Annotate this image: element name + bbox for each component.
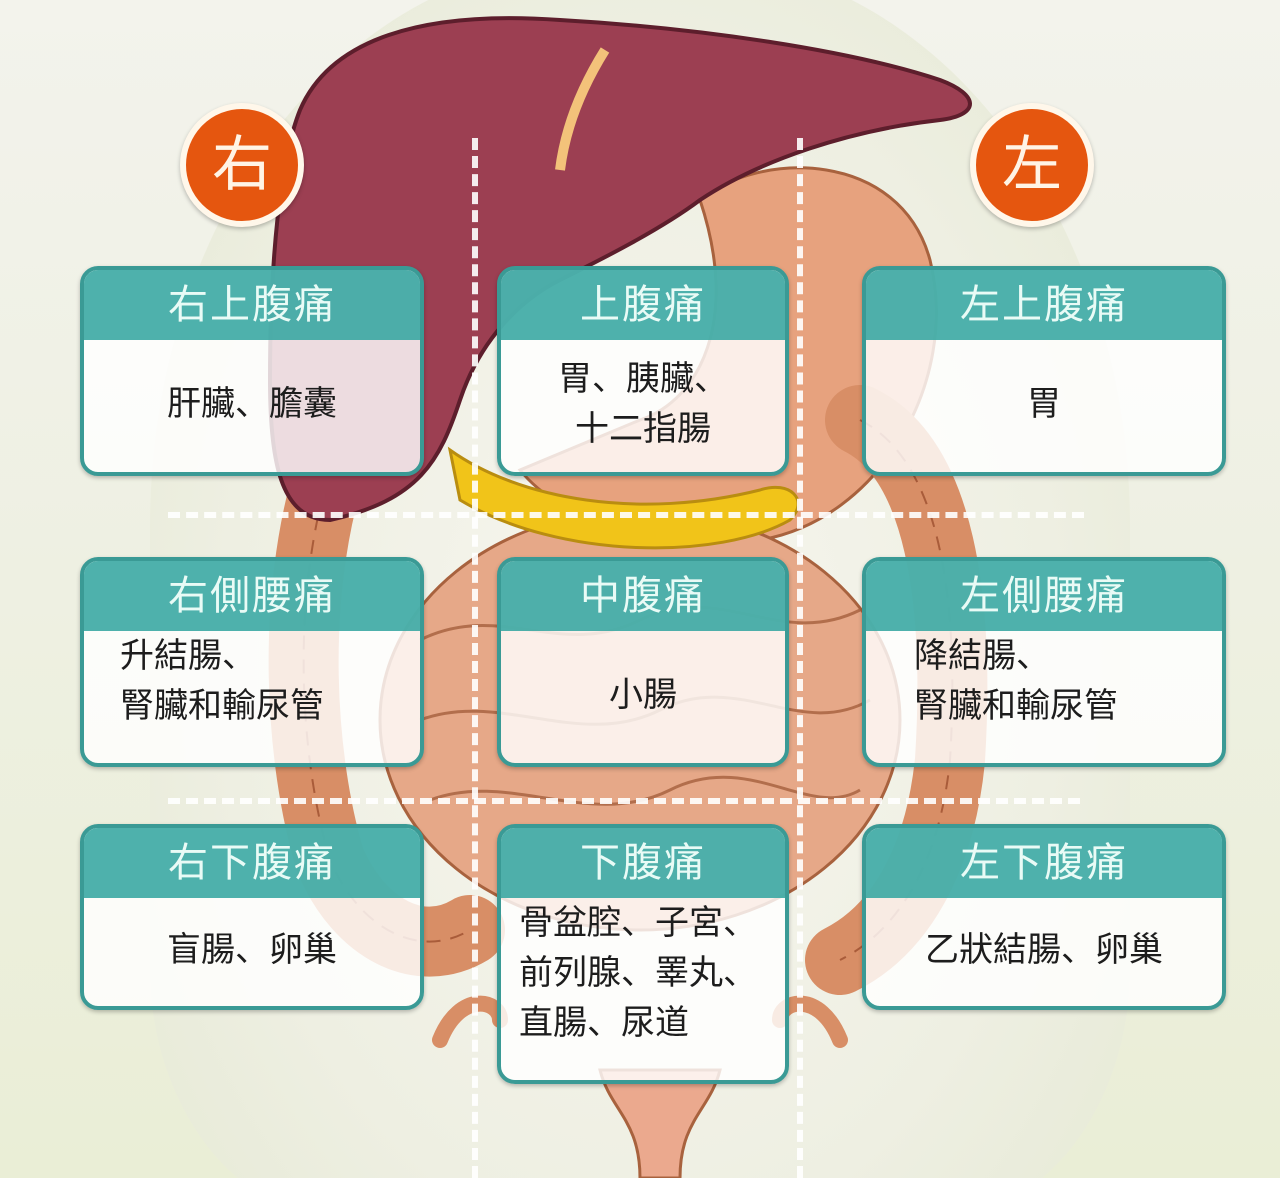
region-organs: 肝臟、膽囊 xyxy=(167,384,337,424)
region-title: 上腹痛 xyxy=(501,270,785,340)
region-organs: 小腸 xyxy=(609,675,677,715)
right-side-label: 右 xyxy=(212,130,272,200)
region-card-epigastric: 上腹痛 胃、胰臟、 十二指腸 xyxy=(497,266,789,476)
divider-left-vertical xyxy=(472,138,478,1178)
divider-right-vertical xyxy=(797,138,803,1178)
region-title: 下腹痛 xyxy=(501,828,785,898)
region-card-right-upper: 右上腹痛 肝臟、膽囊 xyxy=(80,266,424,476)
region-title: 左側腰痛 xyxy=(866,561,1222,631)
region-organs: 胃 xyxy=(1027,384,1061,424)
divider-lower-horizontal xyxy=(168,798,1080,804)
region-title: 右側腰痛 xyxy=(84,561,420,631)
left-side-badge: 左 xyxy=(970,103,1094,227)
region-card-right-lower: 右下腹痛 盲腸、卵巢 xyxy=(80,824,424,1010)
divider-upper-horizontal xyxy=(168,512,1084,518)
region-title: 右上腹痛 xyxy=(84,270,420,340)
right-side-badge: 右 xyxy=(180,103,304,227)
region-organs: 胃、胰臟、 十二指腸 xyxy=(558,359,728,449)
region-organs: 骨盆腔、子宮、 前列腺、睪丸、 直腸、尿道 xyxy=(519,903,757,1043)
region-card-right-flank: 右側腰痛 升結腸、 腎臟和輸尿管 xyxy=(80,557,424,767)
region-organs: 乙狀結腸、卵巢 xyxy=(925,930,1163,970)
region-title: 左上腹痛 xyxy=(866,270,1222,340)
left-side-label: 左 xyxy=(1002,130,1062,200)
pancreas-shape xyxy=(447,446,800,550)
region-card-umbilical: 中腹痛 小腸 xyxy=(497,557,789,767)
region-card-left-flank: 左側腰痛 降結腸、 腎臟和輸尿管 xyxy=(862,557,1226,767)
region-title: 中腹痛 xyxy=(501,561,785,631)
region-title: 右下腹痛 xyxy=(84,828,420,898)
bladder-shape xyxy=(598,1068,722,1178)
region-card-left-lower: 左下腹痛 乙狀結腸、卵巢 xyxy=(862,824,1226,1010)
region-card-left-upper: 左上腹痛 胃 xyxy=(862,266,1226,476)
region-organs: 升結腸、 腎臟和輸尿管 xyxy=(120,636,324,726)
region-organs: 降結腸、 腎臟和輸尿管 xyxy=(914,636,1118,726)
region-card-hypogastric: 下腹痛 骨盆腔、子宮、 前列腺、睪丸、 直腸、尿道 xyxy=(497,824,789,1084)
region-organs: 盲腸、卵巢 xyxy=(167,930,337,970)
region-title: 左下腹痛 xyxy=(866,828,1222,898)
